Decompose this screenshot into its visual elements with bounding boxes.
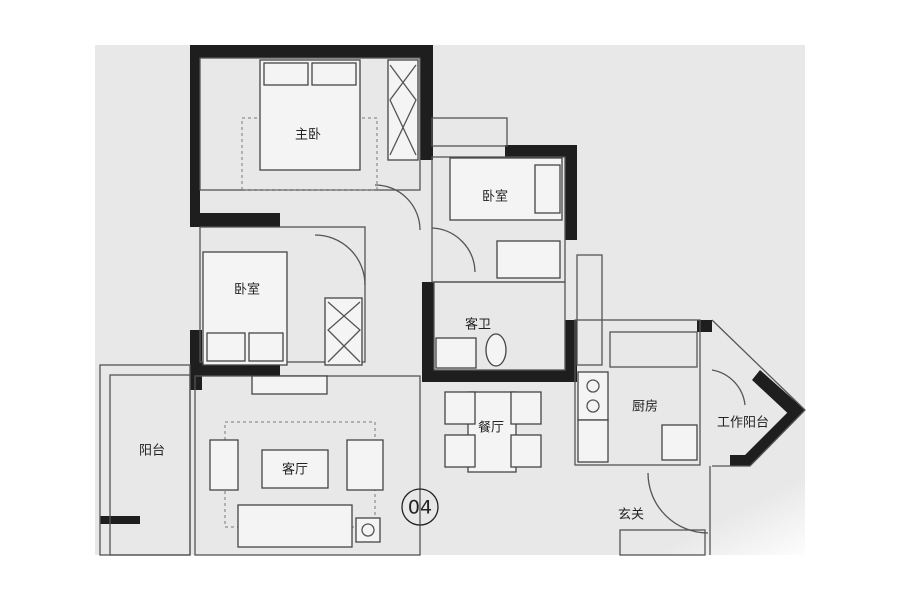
door-swing <box>374 184 421 231</box>
burner <box>586 379 600 393</box>
label-master-bedroom: 主卧 <box>295 128 321 143</box>
unit-number: 04 <box>408 497 432 519</box>
label-kitchen: 厨房 <box>632 399 658 415</box>
door-swing <box>711 369 746 406</box>
door-swing <box>431 227 476 273</box>
sofa <box>237 504 353 548</box>
side-table <box>355 517 381 543</box>
label-utility-balcony: 工作阳台 <box>717 416 769 431</box>
label-guest-bathroom: 客卫 <box>465 317 491 333</box>
kitchen-sink <box>577 419 609 463</box>
unit-number-circle <box>401 488 439 526</box>
label-living-room: 客厅 <box>282 462 308 478</box>
master-wardrobe <box>387 59 419 161</box>
entry-door-swing <box>647 472 709 534</box>
toilet <box>485 333 507 367</box>
tv-cabinet <box>251 375 328 395</box>
pillow <box>248 332 284 362</box>
dining-table <box>467 391 517 473</box>
dining-chair <box>510 391 542 425</box>
coffee-table <box>261 449 329 489</box>
pillow <box>206 332 246 362</box>
wash-basin <box>435 337 477 369</box>
partitions <box>99 57 806 556</box>
stove <box>577 371 609 421</box>
label-bedroom-upper-right: 卧室 <box>482 189 508 205</box>
dining-chair <box>444 434 476 468</box>
label-dining-room: 餐厅 <box>478 420 504 436</box>
bedroom3-wardrobe <box>324 297 363 366</box>
bathtub <box>496 240 561 279</box>
door-swing <box>314 234 366 286</box>
label-foyer: 玄关 <box>618 508 644 523</box>
label-bedroom-left: 卧室 <box>234 282 260 298</box>
pillow <box>263 62 309 86</box>
lamp <box>361 523 375 537</box>
burner <box>586 399 600 413</box>
furniture <box>202 59 698 548</box>
pillow <box>311 62 357 86</box>
armchair-right <box>346 439 384 491</box>
dining-chair <box>444 391 476 425</box>
label-balcony: 阳台 <box>139 444 165 459</box>
dining-chair <box>510 434 542 468</box>
pillow <box>534 164 561 214</box>
armchair-left <box>209 439 239 491</box>
fridge <box>661 424 698 461</box>
